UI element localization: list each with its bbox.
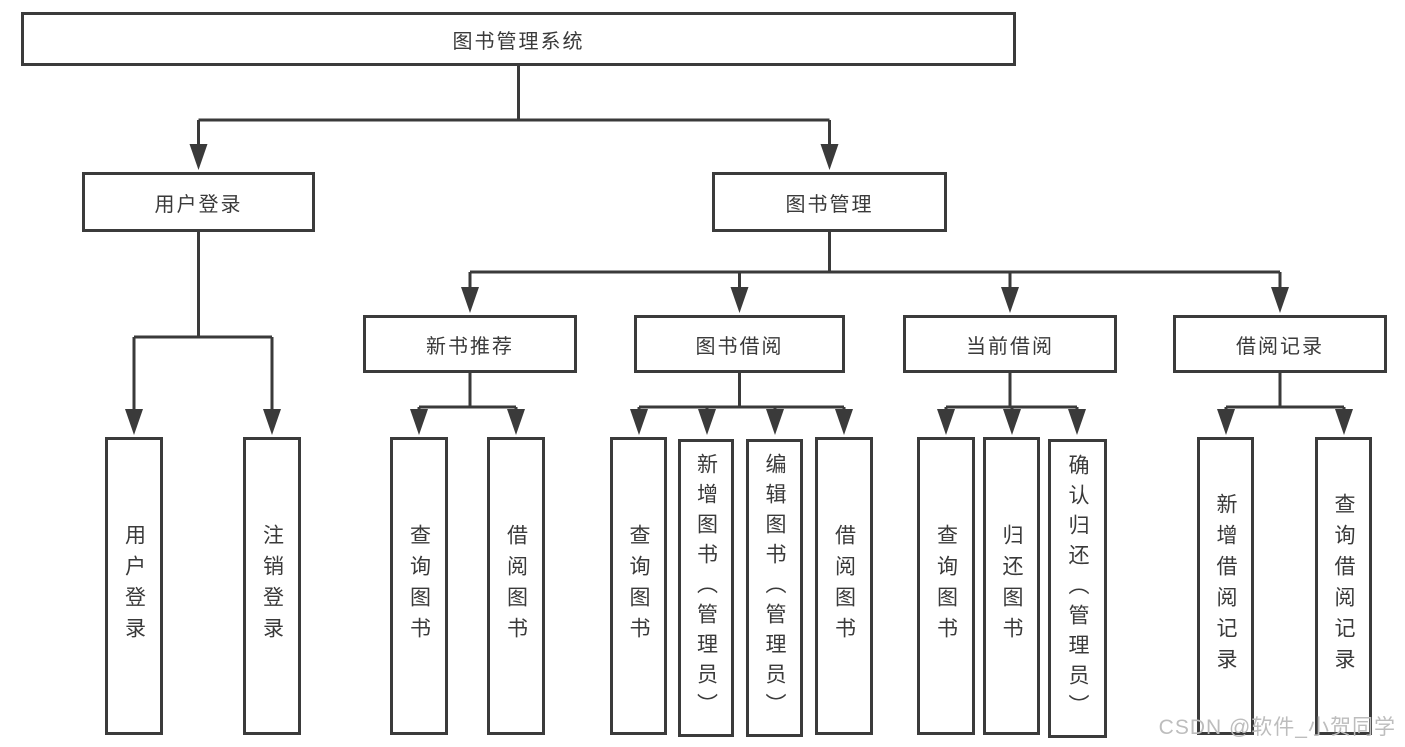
node-label: 借阅图书 xyxy=(504,524,528,648)
node-current-borrowing: 当前借阅 xyxy=(903,315,1117,373)
node-book-management: 图书管理 xyxy=(712,172,947,232)
node-label: 编辑图书（管理员） xyxy=(763,453,786,723)
leaf-query-books-current: 查询图书 xyxy=(917,437,975,735)
node-label: 当前借阅 xyxy=(966,335,1054,358)
node-label: 注销登录 xyxy=(260,524,284,648)
leaf-borrow-books-recommend: 借阅图书 xyxy=(487,437,545,735)
leaf-add-borrow-record: 新增借阅记录 xyxy=(1197,437,1254,735)
leaf-logout: 注销登录 xyxy=(243,437,301,735)
node-label: 归还图书 xyxy=(1000,524,1023,648)
node-label: 借阅图书 xyxy=(832,524,856,648)
leaf-confirm-return-admin: 确认归还（管理员） xyxy=(1048,439,1107,738)
node-label: 新增借阅记录 xyxy=(1214,493,1237,679)
node-label: 新增图书（管理员） xyxy=(694,453,718,723)
node-label: 查询借阅记录 xyxy=(1332,493,1355,679)
node-label: 用户登录 xyxy=(154,193,243,216)
node-label: 图书管理系统 xyxy=(452,30,585,53)
node-label: 借阅记录 xyxy=(1236,335,1324,358)
node-label: 查询图书 xyxy=(407,524,431,648)
csdn-watermark: CSDN @软件_小贺同学 xyxy=(1158,716,1396,739)
leaf-query-books-borrowing: 查询图书 xyxy=(610,437,667,735)
leaf-query-books-recommend: 查询图书 xyxy=(390,437,448,735)
node-label: 用户登录 xyxy=(122,524,146,648)
node-label: 查询图书 xyxy=(934,524,958,648)
leaf-add-book-admin: 新增图书（管理员） xyxy=(678,439,734,737)
node-user-login: 用户登录 xyxy=(82,172,315,232)
leaf-return-books: 归还图书 xyxy=(983,437,1040,735)
leaf-query-borrow-record: 查询借阅记录 xyxy=(1315,437,1372,735)
node-borrowing-records: 借阅记录 xyxy=(1173,315,1387,373)
node-label: 图书管理 xyxy=(785,193,874,216)
node-label: 确认归还（管理员） xyxy=(1066,453,1089,724)
arrowheads xyxy=(125,144,1353,435)
leaf-user-login: 用户登录 xyxy=(105,437,163,735)
node-label: 新书推荐 xyxy=(426,335,514,358)
node-label: 图书借阅 xyxy=(695,335,784,358)
leaf-edit-book-admin: 编辑图书（管理员） xyxy=(746,439,803,737)
node-label: 查询图书 xyxy=(627,524,650,648)
node-new-book-recommendation: 新书推荐 xyxy=(363,315,577,373)
node-book-borrowing: 图书借阅 xyxy=(634,315,845,373)
leaf-borrow-books-borrowing: 借阅图书 xyxy=(815,437,873,735)
node-book-management-system: 图书管理系统 xyxy=(21,12,1016,66)
